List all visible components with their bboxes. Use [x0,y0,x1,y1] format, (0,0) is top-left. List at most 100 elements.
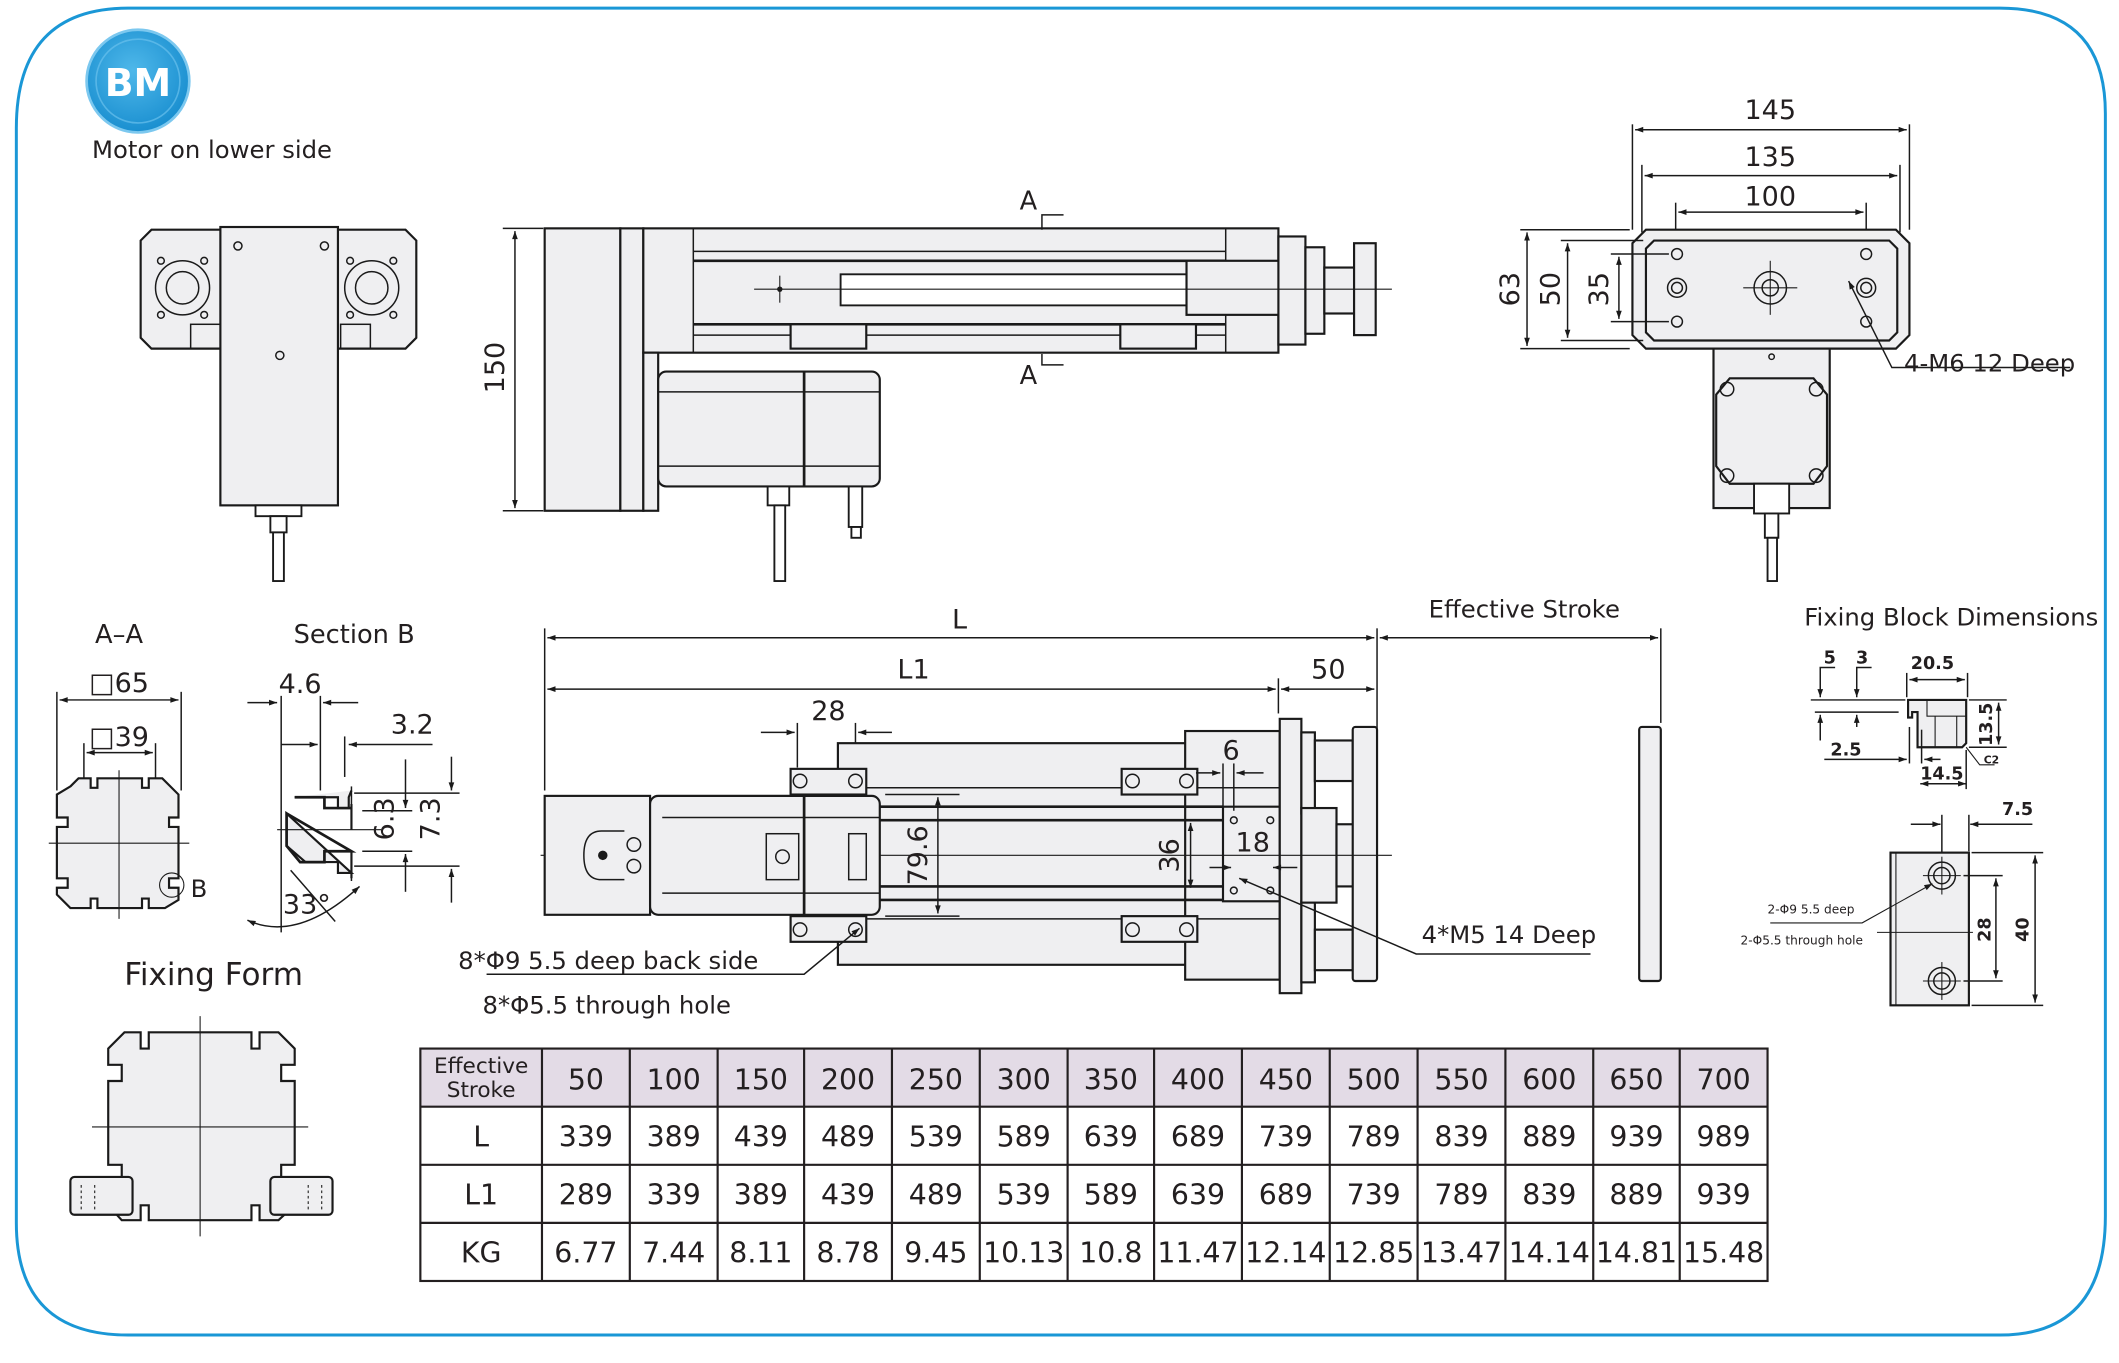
dim-3: 3 [1856,648,1868,668]
table-header-bg [420,1048,1768,1107]
dim-79-6: 79.6 [903,825,934,885]
side-view: 150 A A [480,186,1392,582]
dim-5: 5 [1824,648,1836,668]
subtitle: Motor on lower side [92,135,332,164]
table-cell: 639 [1171,1179,1225,1212]
table-cell: 10.8 [1079,1237,1142,1270]
table-row-label: KG [461,1237,502,1270]
table-cell: 7.44 [642,1237,705,1270]
table-cell: 12.14 [1245,1237,1326,1270]
table-cell: 12.85 [1333,1237,1414,1270]
table-header-cell: 50 [568,1064,604,1097]
table-row-label: L [473,1120,489,1153]
left-end-view [139,225,418,582]
table-cell: 789 [1434,1179,1488,1212]
section-mark-bottom: A [1020,361,1038,391]
table-cell: 289 [559,1179,613,1212]
dim-39: □39 [89,722,149,753]
note-block-through: 2-Φ5.5 through hole [1741,934,1864,948]
table-header-cell: 350 [1084,1064,1138,1097]
table-cell: 539 [909,1120,963,1153]
table-header-cell: 650 [1609,1064,1663,1097]
dim-50: 50 [1535,272,1566,306]
fixing-form-title: Fixing Form [124,957,303,993]
dim-150: 150 [480,342,511,394]
table-cell: 389 [734,1179,788,1212]
bm-badge: BM [85,28,191,134]
table-cell: 589 [997,1120,1051,1153]
table-header-cell: 200 [821,1064,875,1097]
dim-7-3: 7.3 [415,797,446,840]
table-cell: 689 [1171,1120,1225,1153]
table-cell: 8.78 [816,1237,879,1270]
dim-L1: L1 [897,654,929,685]
table-cell: 989 [1697,1120,1751,1153]
table-cell: 489 [909,1179,963,1212]
dim-135: 135 [1744,142,1796,173]
dim-36: 36 [1154,838,1185,872]
table-cell: 8.11 [729,1237,792,1270]
table-cell: 939 [1609,1120,1663,1153]
note-counterbore: 8*Φ9 5.5 deep back side [458,946,758,975]
table-header-label: Stroke [447,1078,516,1103]
dim-40: 40 [2013,917,2033,941]
table-header-cell: 250 [909,1064,963,1097]
table-header-cell: 100 [647,1064,701,1097]
table-cell: 6.77 [554,1237,617,1270]
table-header-cell: 600 [1522,1064,1576,1097]
dim-3-2: 3.2 [391,710,434,741]
tapped-holes [1666,247,1877,328]
section-b-title: Section B [294,620,415,650]
table-header-cell: 150 [734,1064,788,1097]
table-cell: 15.48 [1683,1237,1764,1270]
dim-63: 63 [1495,272,1526,306]
table-cell: 739 [1259,1120,1313,1153]
dim-145: 145 [1744,95,1796,126]
fixing-block-title: Fixing Block Dimensions [1804,603,2098,632]
fixing-form: Fixing Form [69,957,334,1237]
table-header-cell: 300 [997,1064,1051,1097]
table-header-label: Effective [434,1054,528,1079]
section-aa: A–A □65 □39 B [48,620,208,919]
table-cell: 11.47 [1157,1237,1238,1270]
table-cell: 14.14 [1509,1237,1590,1270]
dim-6-3: 6.3 [369,797,400,840]
section-b: Section B 4.6 3.2 6.3 7.3 33° [247,620,460,933]
section-aa-title: A–A [95,620,143,650]
note-block-counterbore: 2-Φ9 5.5 deep [1768,902,1855,916]
table-cell: 889 [1522,1120,1576,1153]
table-header-cell: 500 [1347,1064,1401,1097]
effective-stroke-label: Effective Stroke [1429,595,1620,624]
dim-7-5: 7.5 [2002,800,2033,820]
dim-4-6: 4.6 [279,669,322,700]
dim-100: 100 [1744,181,1796,212]
table-cell: 10.13 [983,1237,1064,1270]
note-through-hole: 8*Φ5.5 through hole [483,990,731,1019]
chamfer-c2: C2 [1984,753,1999,766]
table-header-cell: 700 [1697,1064,1751,1097]
dim-50: 50 [1311,654,1345,685]
table-cell: 639 [1084,1120,1138,1153]
sheet-frame [14,6,2107,1337]
dim-28-block: 28 [1976,917,1996,941]
dim-14-5: 14.5 [1920,765,1963,785]
detail-mark-b: B [191,874,208,903]
table-cell: 439 [821,1179,875,1212]
table-cell: 589 [1084,1179,1138,1212]
table-cell: 439 [734,1120,788,1153]
table-cell: 839 [1434,1120,1488,1153]
table-cell: 339 [647,1179,701,1212]
table-cell: 13.47 [1421,1237,1502,1270]
table-cell: 739 [1347,1179,1401,1212]
section-mark-top: A [1020,186,1038,216]
note-tapped-m5: 4*M5 14 Deep [1422,920,1597,949]
dim-angle-33: 33° [283,889,331,920]
table-header-cell: 450 [1259,1064,1313,1097]
dim-20-5: 20.5 [1911,654,1954,674]
table-cell: 539 [997,1179,1051,1212]
table-cell: 489 [821,1120,875,1153]
dim-28: 28 [811,696,845,727]
